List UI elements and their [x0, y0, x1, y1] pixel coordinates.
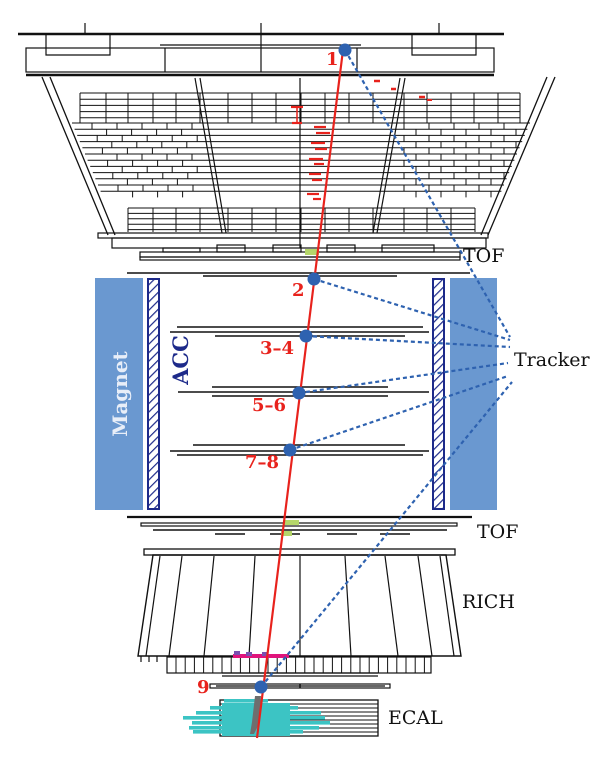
tof-upper-label: TOF	[463, 245, 504, 267]
tof-lower-label: TOF	[477, 521, 518, 543]
hit-marker-layer-3-4	[299, 329, 313, 343]
rich-pmt-plane	[166, 656, 432, 674]
rich-ring-hit	[233, 654, 289, 658]
leader-line-7-8	[289, 374, 509, 452]
tracker-label: Tracker	[514, 349, 590, 371]
hit-marker-layer-7-8	[283, 443, 297, 457]
acc-right	[432, 278, 445, 510]
layer-label-5-6: 5–6	[252, 395, 286, 416]
rich-detector	[137, 548, 462, 677]
hit-marker-layer-1	[338, 43, 352, 57]
layer-label-2: 2	[292, 280, 305, 301]
tof-hit-lower-2	[281, 531, 292, 536]
magnet-left	[95, 278, 143, 510]
top-structure	[18, 23, 504, 77]
ecal-shower-layer-0	[224, 699, 268, 703]
trd-frame-right-inner	[480, 76, 548, 236]
rich-photon-hit-0	[234, 651, 240, 655]
tracker-layer-9-plane	[209, 683, 391, 689]
trd-frame-left-inner	[49, 76, 116, 236]
layer-label-1: 1	[326, 49, 339, 70]
layer-label-9: 9	[197, 677, 210, 698]
hit-marker-layer-5-6	[292, 386, 306, 400]
acc-label: ACC	[168, 335, 193, 386]
trd-bottom-plate	[97, 232, 489, 239]
acc-left	[147, 278, 160, 510]
tracker-planes	[127, 272, 472, 519]
trd-frame-right	[487, 76, 556, 236]
leader-line-2	[313, 277, 511, 342]
trd-frame-left	[41, 76, 109, 236]
ecal-detector	[183, 696, 379, 737]
hit-marker-layer-2	[307, 272, 321, 286]
rich-label: RICH	[462, 591, 515, 613]
magnet-label: Magnet	[108, 350, 132, 436]
layer-label-3-4: 3–4	[260, 338, 294, 359]
hit-marker-layer-9	[254, 680, 268, 694]
tof-hit-lower	[283, 520, 299, 525]
trd-detector	[41, 76, 556, 249]
leader-lines	[260, 49, 513, 688]
rich-cone	[137, 554, 462, 657]
rich-photon-hit-1	[246, 652, 252, 656]
tof-hit-upper	[305, 249, 319, 255]
rich-photon-hit-2	[262, 652, 268, 656]
leader-line-1	[344, 49, 511, 338]
upper-tof-detector	[139, 244, 461, 261]
trd-base	[111, 237, 487, 249]
ecal-label: ECAL	[388, 707, 443, 729]
leader-line-9	[260, 381, 513, 688]
layer-label-7-8: 7–8	[245, 452, 279, 473]
leader-line-5-6	[298, 361, 509, 395]
lower-tof-detector	[140, 520, 458, 536]
rich-top-plate	[143, 548, 456, 556]
leader-line-3-4	[305, 334, 511, 349]
